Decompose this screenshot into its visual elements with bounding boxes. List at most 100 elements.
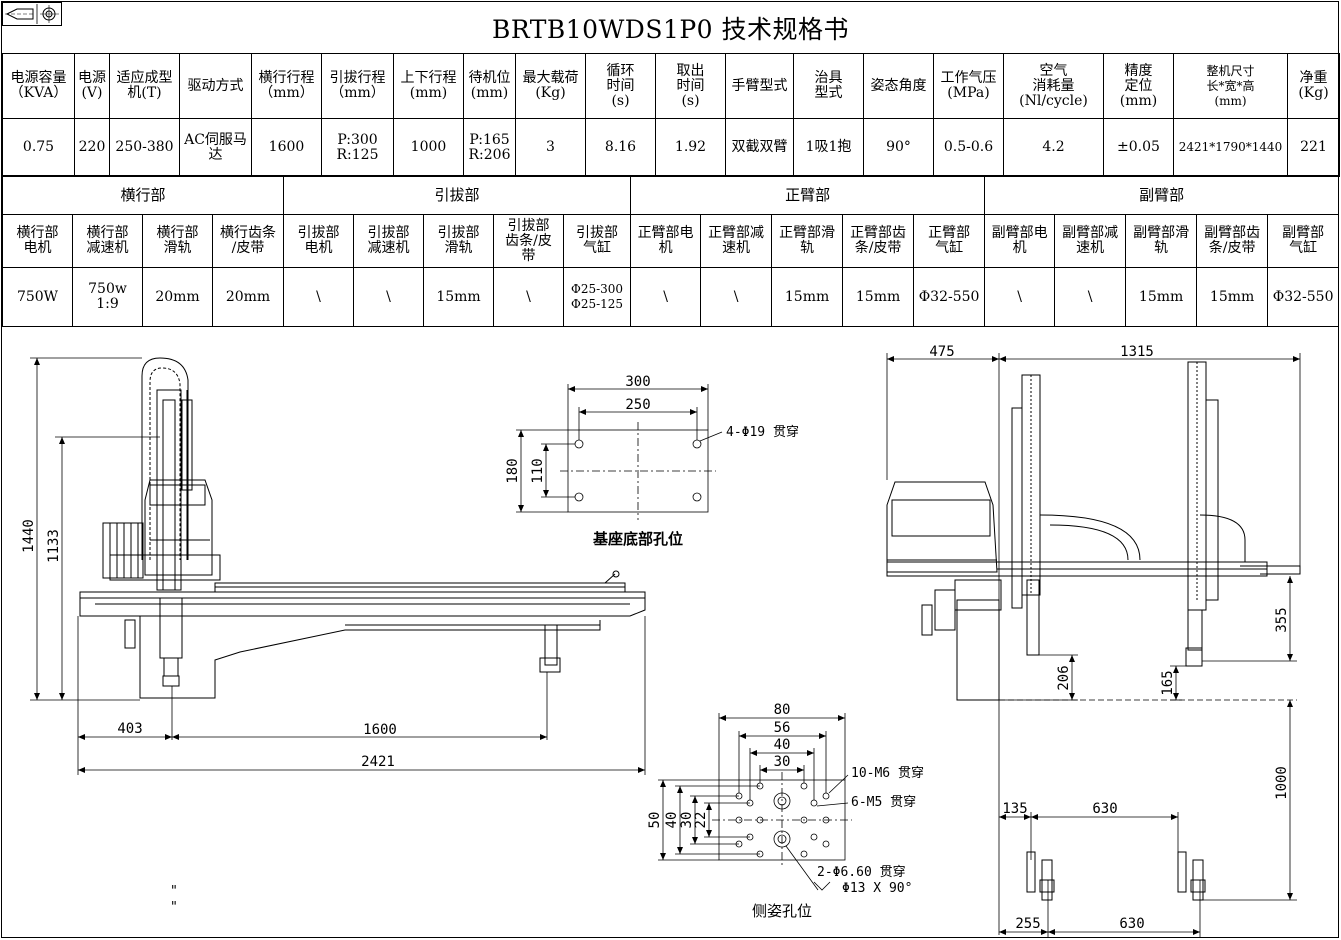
dim-base-height-inner: 110: [530, 458, 546, 483]
spec-header-cell: 空气 消耗量 (Nl/cycle): [1003, 53, 1104, 119]
parts-value-cell: \: [1054, 267, 1127, 327]
side-hole-note-m5: 6-M5 贯穿: [851, 794, 916, 810]
spec-header-cell: 电源 (V): [74, 53, 110, 119]
parts-header-cell: 副臂部滑 轨: [1125, 214, 1198, 268]
side-hole-pattern: [658, 713, 852, 891]
front-view-marks: "": [170, 884, 178, 915]
dim-front-stroke: 1600: [363, 722, 397, 738]
spec-header-cell: 驱动方式: [179, 53, 252, 119]
side-hole-note-m6: 10-M6 贯穿: [851, 765, 924, 781]
parts-value-cell: Φ32-550: [1267, 267, 1340, 327]
spec-header-cell: 手臂型式: [725, 53, 794, 119]
spec-header-cell: 横行行程 （mm）: [251, 53, 322, 119]
spec-header-cell: 姿态角度: [863, 53, 934, 119]
dim-side-w30: 30: [774, 754, 791, 770]
spec-value-cell: 1600: [251, 118, 322, 177]
dim-base-width-inner: 250: [625, 397, 650, 413]
parts-value-cell: 15mm: [771, 267, 844, 327]
dim-side-view-475: 475: [929, 344, 954, 360]
spec-value-cell: AC伺服马 达: [179, 118, 252, 177]
dim-side-view-206: 206: [1056, 665, 1072, 690]
parts-header-cell: 正臂部 气缸: [913, 214, 986, 268]
dim-side-h50: 50: [647, 812, 663, 829]
parts-value-cell: \: [353, 267, 425, 327]
spec-header-cell: 取出 时间 (s): [655, 53, 726, 119]
dim-side-view-165: 165: [1160, 670, 1176, 695]
spec-header-cell: 最大载荷 (Kg): [515, 53, 586, 119]
parts-value-cell: Φ32-550: [913, 267, 986, 327]
dim-front-left-offset: 403: [117, 721, 142, 737]
spec-value-cell: 0.75: [2, 118, 75, 177]
spec-header-cell: 治具 型式: [793, 53, 864, 119]
spec-value-cell: P:300 R:125: [321, 118, 394, 177]
spec-table: 电源容量 （KVA） 电源 (V) 适应成型 机(T) 驱动方式 横行行程 （m…: [2, 53, 1340, 177]
dim-side-view-1000: 1000: [1274, 766, 1290, 800]
dim-side-view-1315: 1315: [1120, 344, 1154, 360]
side-hole-note-thru: 2-Φ6.60 贯穿: [817, 864, 906, 880]
side-hole-caption: 侧姿孔位: [752, 902, 812, 920]
dim-front-height-total: 1440: [21, 519, 37, 553]
spec-header-cell: 上下行程 (mm): [393, 53, 464, 119]
dim-front-total-length: 2421: [361, 754, 395, 770]
spec-header-cell: 精度 定位 (mm): [1103, 53, 1174, 119]
spec-value-cell: 221: [1287, 118, 1340, 177]
spec-header-row: 电源容量 （KVA） 电源 (V) 适应成型 机(T) 驱动方式 横行行程 （m…: [2, 53, 1340, 119]
dim-side-h22: 22: [693, 812, 709, 829]
document-title: BRTB10WDS1P0 技术规格书: [491, 15, 850, 44]
parts-header-cell: 横行齿条 /皮带: [211, 214, 285, 268]
dim-side-h30: 30: [679, 812, 695, 829]
parts-value-cell: 20mm: [142, 267, 213, 327]
parts-value-cell: 15mm: [1125, 267, 1198, 327]
spec-value-cell: 1.92: [655, 118, 726, 177]
side-view-drawing: [886, 361, 1301, 701]
parts-table: 横行部 引拔部 正臂部 副臂部 横行部 电机 横行部 减速机 横行部 滑轨 横行…: [1, 175, 1340, 327]
parts-value-cell: \: [493, 267, 565, 327]
group-cell-main-arm: 正臂部: [630, 175, 986, 215]
side-hole-note-countersink: Φ13 X 90°: [842, 881, 912, 896]
dim-side-view-255: 255: [1015, 916, 1040, 932]
parts-header-cell: 正臂部减 速机: [700, 214, 773, 268]
parts-value-cell: 750w 1:9: [72, 267, 143, 327]
parts-header-cell: 副臂部电 机: [984, 214, 1056, 268]
dim-side-h40: 40: [664, 812, 680, 829]
side-view-dimensions: [886, 353, 1301, 937]
spec-value-row: 0.75 220 250-380 AC伺服马 达 1600 P:300 R:12…: [2, 118, 1340, 177]
parts-value-row: 750W 750w 1:9 20mm 20mm \ \ 15mm \ Φ25-3…: [2, 267, 1340, 327]
dim-side-view-630-bottom: 630: [1119, 916, 1144, 932]
spec-value-cell: 1吸1抱: [793, 118, 864, 177]
projection-symbol-icon: [2, 2, 62, 26]
base-hole-caption: 基座底部孔位: [592, 530, 683, 548]
parts-value-cell: \: [283, 267, 355, 327]
spec-value-cell: ±0.05: [1103, 118, 1174, 177]
dim-side-w40: 40: [774, 737, 791, 753]
spec-header-cell: 整机尺寸 长*宽*高 (mm): [1173, 53, 1288, 119]
parts-value-cell: Φ25-300 Φ25-125: [563, 267, 632, 327]
group-cell-crosswise: 引拔部: [283, 175, 632, 215]
dim-base-height-outer: 180: [505, 458, 521, 483]
parts-header-cell: 正臂部电 机: [630, 214, 702, 268]
parts-header-cell: 副臂部齿 条/皮带: [1196, 214, 1269, 268]
base-hole-pattern: [516, 384, 723, 520]
spec-header-cell: 净重 (Kg): [1287, 53, 1340, 119]
dim-side-view-355: 355: [1274, 607, 1290, 632]
parts-value-cell: \: [700, 267, 773, 327]
spec-value-cell: 250-380: [109, 118, 180, 177]
dim-side-view-630-top: 630: [1092, 801, 1117, 817]
front-view-drawing: [79, 357, 646, 699]
parts-header-cell: 正臂部齿 条/皮带: [842, 214, 915, 268]
dim-base-width-outer: 300: [625, 374, 650, 390]
parts-header-cell: 横行部 滑轨: [142, 214, 213, 268]
parts-header-cell: 引拔部 气缸: [563, 214, 632, 268]
parts-value-cell: \: [984, 267, 1056, 327]
spec-value-cell: 90°: [863, 118, 934, 177]
dim-side-w56: 56: [774, 720, 791, 736]
dim-side-view-135: 135: [1002, 801, 1027, 817]
parts-header-cell: 引拔部 滑轨: [423, 214, 495, 268]
base-hole-note: 4-Φ19 贯穿: [726, 424, 799, 440]
parts-value-cell: 15mm: [1196, 267, 1269, 327]
parts-header-cell: 副臂部减 速机: [1054, 214, 1127, 268]
parts-header-cell: 引拔部 电机: [283, 214, 355, 268]
spec-header-cell: 循环 时间 (s): [585, 53, 656, 119]
spec-value-cell: 0.5-0.6: [933, 118, 1004, 177]
